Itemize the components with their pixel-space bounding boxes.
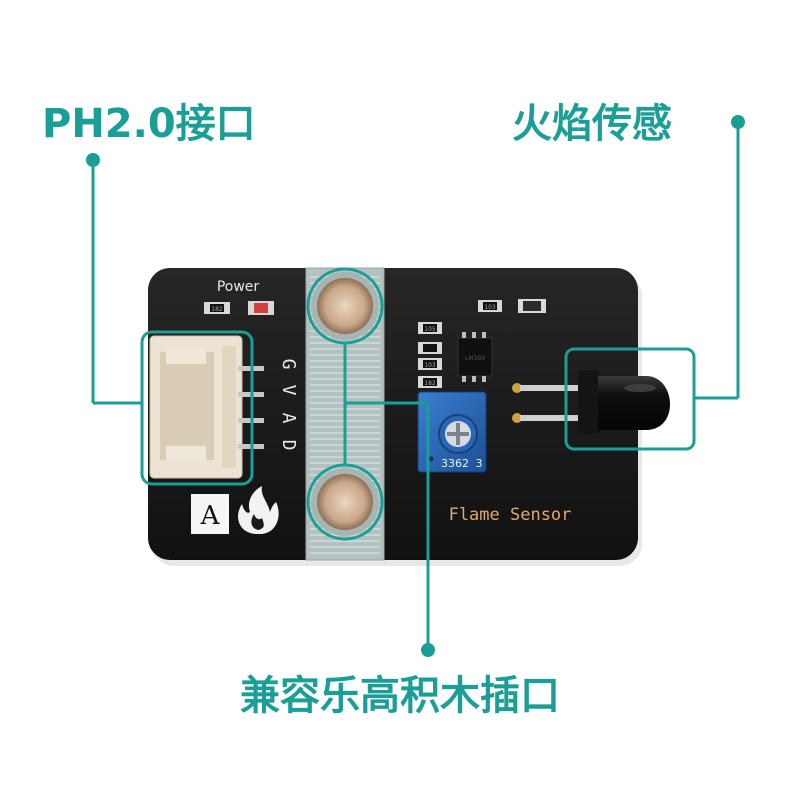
- flame-icon: [238, 486, 279, 534]
- callout-flame-sensing: 火焰传感: [512, 101, 672, 147]
- svg-text:103: 103: [424, 362, 436, 369]
- svg-text:LM393: LM393: [465, 355, 485, 362]
- callout-connector: PH2.0接口: [42, 101, 256, 147]
- pin-labels: G V A D: [278, 359, 299, 451]
- pot-marking-suffix: 3: [476, 457, 483, 470]
- pin-label-d: D: [278, 440, 299, 451]
- callout-dot-right: [731, 115, 745, 129]
- pot-marking: 3362: [441, 457, 469, 470]
- mount-hole-top: [311, 272, 379, 340]
- flame-led: [512, 370, 671, 434]
- svg-text:182: 182: [424, 380, 436, 387]
- type-badge: A: [191, 494, 229, 534]
- pin-label-v: V: [278, 385, 299, 396]
- pin-label-a: A: [278, 413, 299, 424]
- ph2-connector: [149, 335, 264, 479]
- power-label: Power: [217, 279, 260, 295]
- pcb-board: [148, 268, 638, 560]
- pin-label-g: G: [278, 359, 299, 370]
- callout-lines: [91, 122, 740, 650]
- callout-lego-mount: 兼容乐高积木插口: [240, 673, 560, 719]
- svg-text:103: 103: [484, 304, 496, 311]
- callout-dot-bottom: [421, 643, 435, 657]
- mount-hole-bottom: [311, 468, 379, 536]
- potentiometer: 3362 3: [417, 391, 487, 473]
- smd-components: 103 105 103 182 LM393: [418, 299, 546, 388]
- product-name: Flame Sensor: [449, 505, 572, 525]
- svg-text:105: 105: [424, 326, 436, 333]
- power-led: 182: [204, 301, 274, 315]
- svg-text:A: A: [200, 501, 221, 531]
- callout-dot-left: [86, 153, 100, 167]
- svg-text:182: 182: [211, 306, 223, 313]
